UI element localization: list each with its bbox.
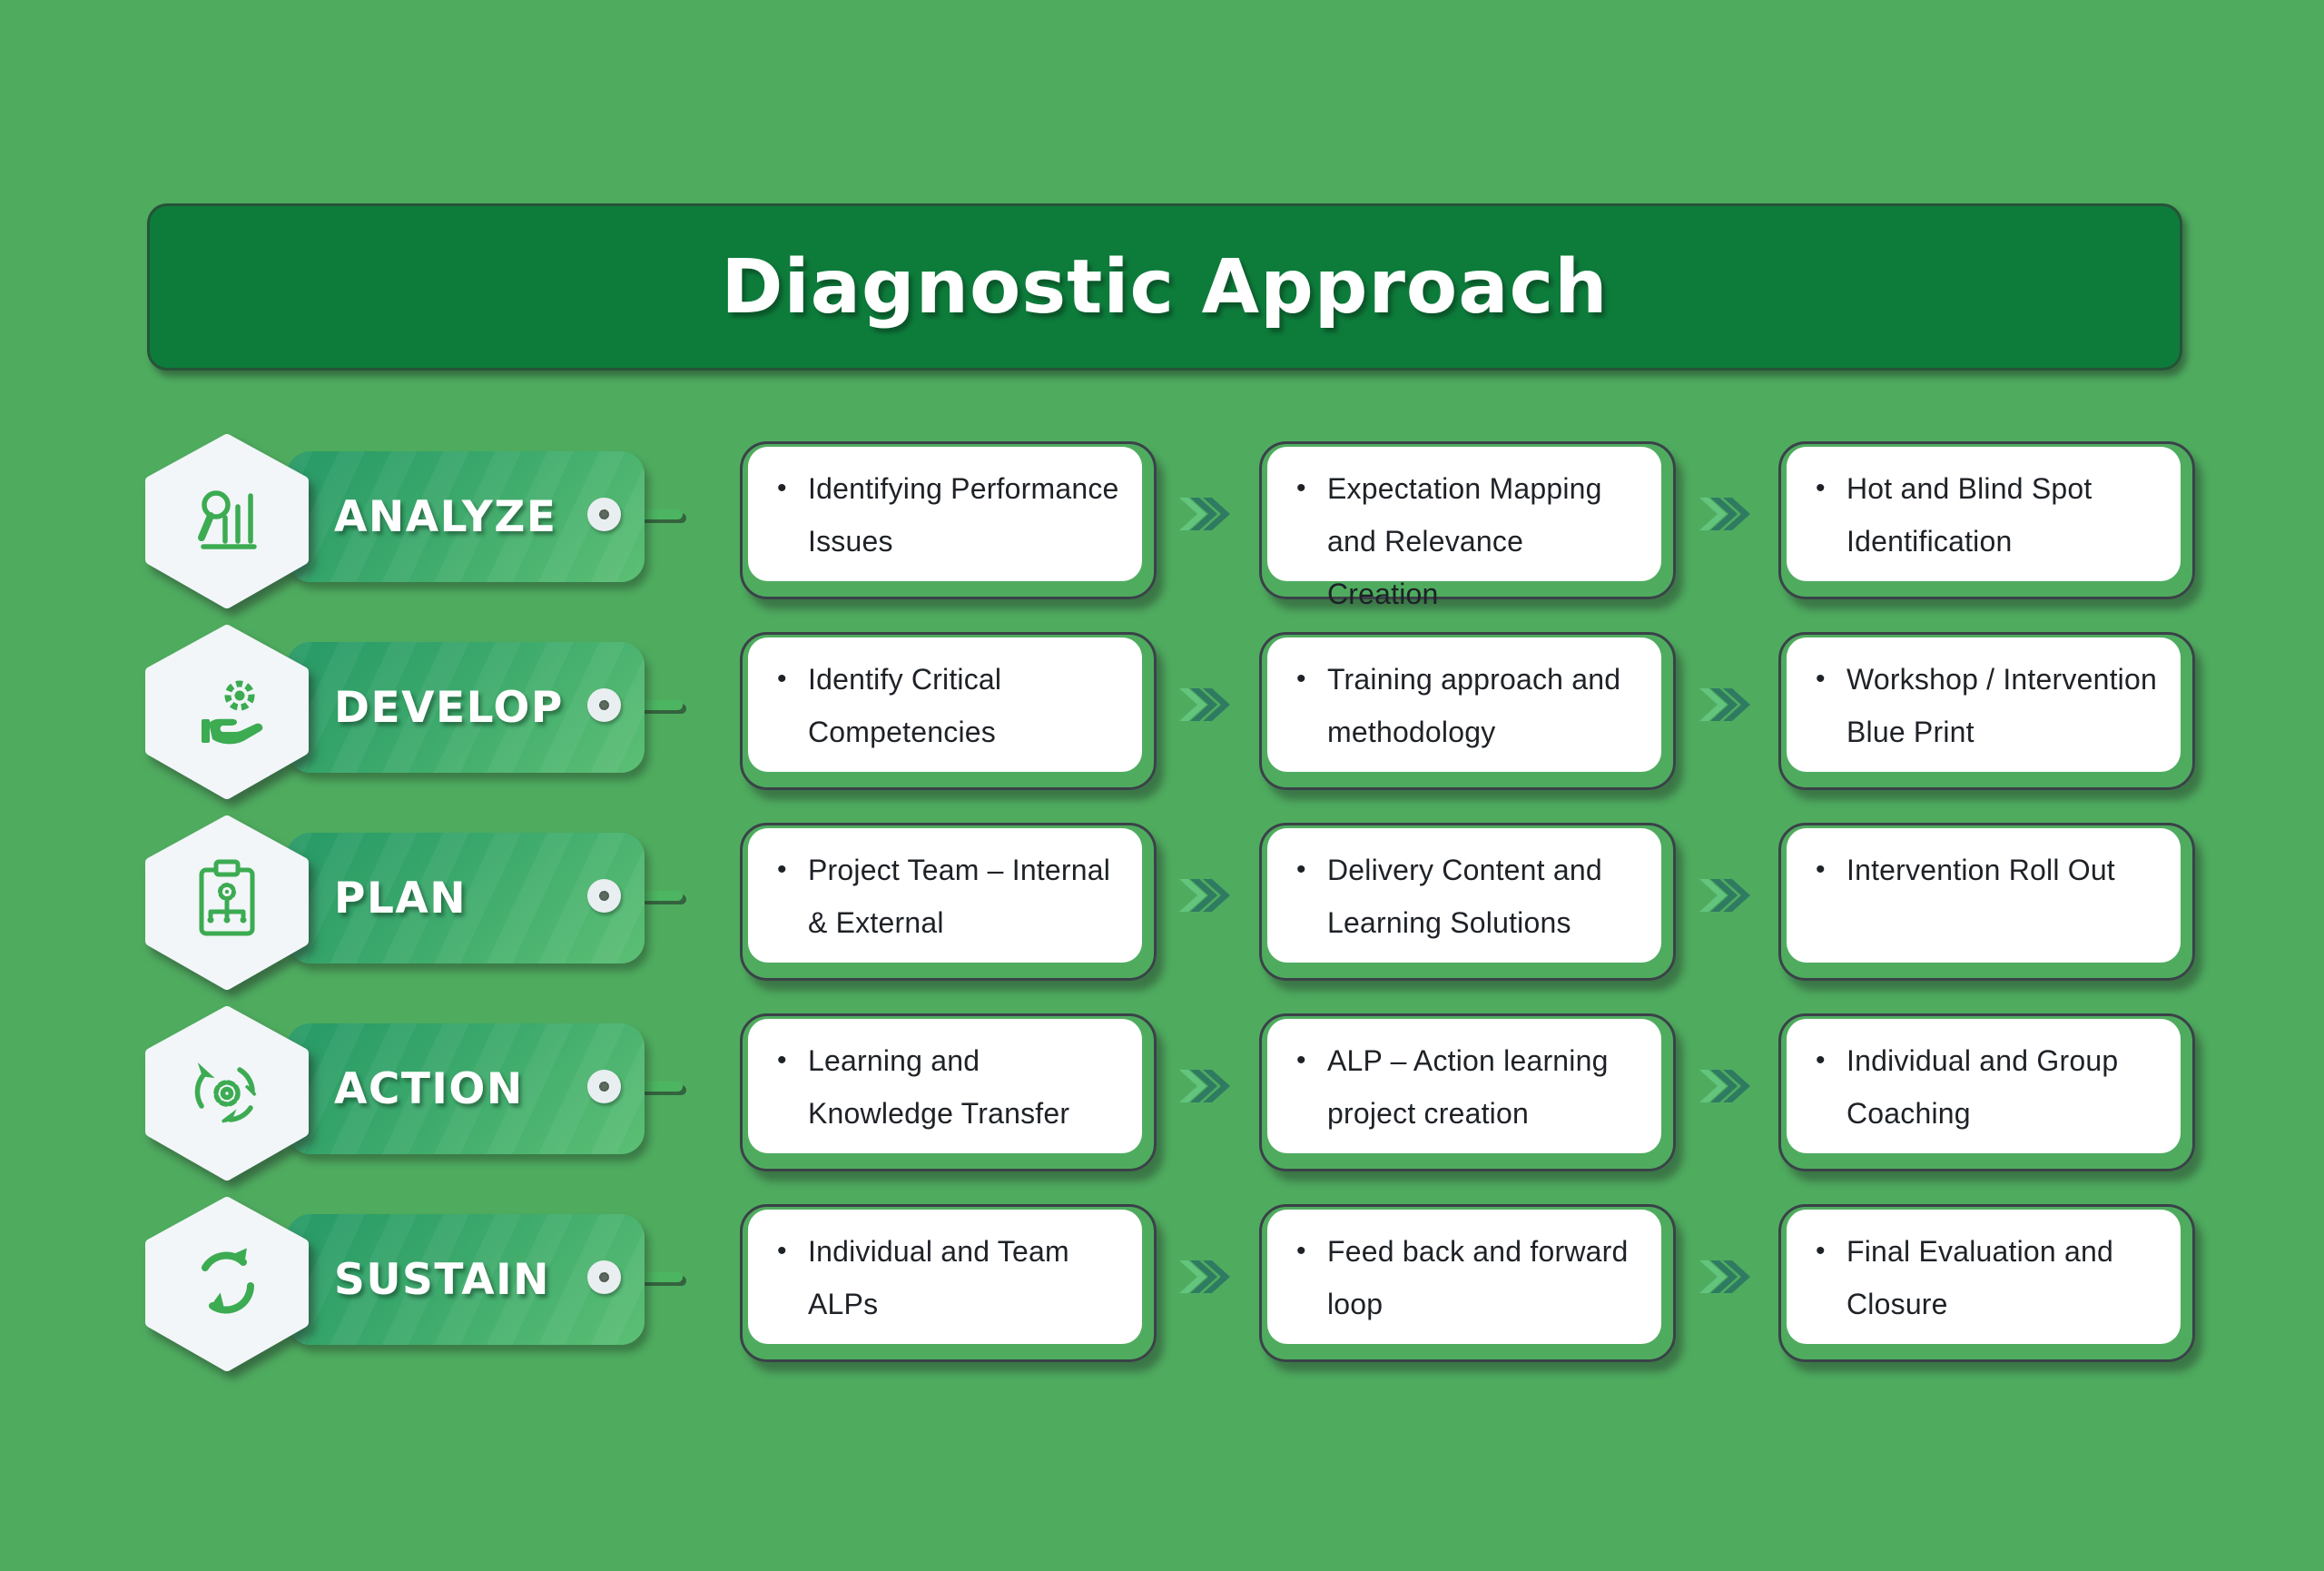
card: • Feed back and forward loop [1259, 1204, 1676, 1362]
refresh-cycle-icon [143, 1197, 310, 1371]
connector-node [587, 1260, 621, 1294]
card: • Project Team – Internal & External [740, 823, 1157, 981]
bullet: • [1816, 664, 1826, 694]
card: • Hot and Blind Spot Identification [1778, 441, 2195, 599]
bullet: • [1296, 1236, 1306, 1266]
stage-tag-analyze: ANALYZE [287, 451, 645, 582]
page-title: Diagnostic Approach [721, 243, 1609, 331]
bullet: • [1816, 1045, 1826, 1075]
card: • Learning and Knowledge Transfer [740, 1013, 1157, 1171]
stage-tag-sustain: SUSTAIN [287, 1214, 645, 1345]
stage-tag-action: ACTION [287, 1023, 645, 1154]
stage-tag-plan: PLAN [287, 833, 645, 963]
bullet: • [1296, 664, 1306, 694]
card-text: Training approach and methodology [1327, 663, 1621, 748]
card-text: Learning and Knowledge Transfer [808, 1044, 1070, 1130]
card: • Intervention Roll Out [1778, 823, 2195, 981]
stage-label: ACTION [334, 1063, 524, 1114]
card: • Final Evaluation and Closure [1778, 1204, 2195, 1362]
bullet: • [1816, 473, 1826, 503]
stage-label: SUSTAIN [334, 1254, 550, 1305]
card-text: Expectation Mapping and Relevance Creati… [1327, 472, 1602, 610]
card: • Expectation Mapping and Relevance Crea… [1259, 441, 1676, 610]
connector-dot [599, 700, 609, 710]
bullet: • [777, 473, 787, 503]
triple-chevron-icon [1179, 879, 1230, 912]
title-banner: Diagnostic Approach [147, 203, 2182, 371]
bullet: • [777, 1045, 787, 1075]
card-text: Project Team – Internal & External [808, 854, 1111, 939]
triple-chevron-icon [1179, 688, 1230, 721]
stage-tag-develop: DEVELOP [287, 642, 645, 773]
card: • Individual and Team ALPs [740, 1204, 1157, 1362]
card-text: Individual and Group Coaching [1846, 1044, 2119, 1130]
bullet: • [1296, 473, 1306, 503]
stage-label: DEVELOP [334, 682, 564, 733]
bullet: • [1296, 1045, 1306, 1075]
triple-chevron-icon [1179, 1070, 1230, 1102]
card: • Workshop / Intervention Blue Print [1778, 632, 2195, 790]
card: • Identifying Performance Issues [740, 441, 1157, 599]
gear-cycle-icon [143, 1006, 310, 1181]
triple-chevron-icon [1179, 498, 1230, 530]
connector-dot [599, 1082, 609, 1092]
card-text: Identifying Performance Issues [808, 472, 1119, 558]
card-text: Intervention Roll Out [1846, 854, 2115, 886]
magnifier-bar-chart-icon [143, 434, 310, 608]
connector-node [587, 688, 621, 722]
bullet: • [1296, 855, 1306, 884]
connector-node [587, 498, 621, 531]
row-analyze: ANALYZE • Identifying Performance Issues… [0, 447, 2324, 637]
bullet: • [777, 855, 787, 884]
row-develop: DEVELOP • Identify Critical Competencies… [0, 637, 2324, 828]
connector-node [587, 1070, 621, 1103]
bullet: • [777, 1236, 787, 1266]
card-text: ALP – Action learning project creation [1327, 1044, 1609, 1130]
card-text: Hot and Blind Spot Identification [1846, 472, 2093, 558]
clipboard-workflow-icon [143, 815, 310, 990]
card: • Training approach and methodology [1259, 632, 1676, 790]
card-text: Workshop / Intervention Blue Print [1846, 663, 2157, 748]
bullet: • [777, 664, 787, 694]
triple-chevron-icon [1699, 688, 1750, 721]
connector-dot [599, 509, 609, 519]
row-sustain: SUSTAIN • Individual and Team ALPs • Fee… [0, 1210, 2324, 1400]
hand-gear-icon [143, 625, 310, 799]
row-action: ACTION • Learning and Knowledge Transfer… [0, 1019, 2324, 1210]
bullet: • [1816, 855, 1826, 884]
card-text: Identify Critical Competencies [808, 663, 1002, 748]
triple-chevron-icon [1179, 1260, 1230, 1293]
triple-chevron-icon [1699, 1070, 1750, 1102]
stage-label: PLAN [334, 873, 468, 924]
card: • Delivery Content and Learning Solution… [1259, 823, 1676, 981]
card-text: Feed back and forward loop [1327, 1235, 1629, 1320]
card-text: Final Evaluation and Closure [1846, 1235, 2113, 1320]
row-plan: PLAN • Project Team – Internal & Externa… [0, 828, 2324, 1019]
triple-chevron-icon [1699, 1260, 1750, 1293]
card-text: Individual and Team ALPs [808, 1235, 1069, 1320]
card: • ALP – Action learning project creation [1259, 1013, 1676, 1171]
connector-dot [599, 891, 609, 901]
connector-node [587, 879, 621, 913]
triple-chevron-icon [1699, 879, 1750, 912]
connector-dot [599, 1272, 609, 1282]
triple-chevron-icon [1699, 498, 1750, 530]
card: • Individual and Group Coaching [1778, 1013, 2195, 1171]
card-text: Delivery Content and Learning Solutions [1327, 854, 1602, 939]
stage-label: ANALYZE [334, 491, 557, 542]
card: • Identify Critical Competencies [740, 632, 1157, 790]
bullet: • [1816, 1236, 1826, 1266]
